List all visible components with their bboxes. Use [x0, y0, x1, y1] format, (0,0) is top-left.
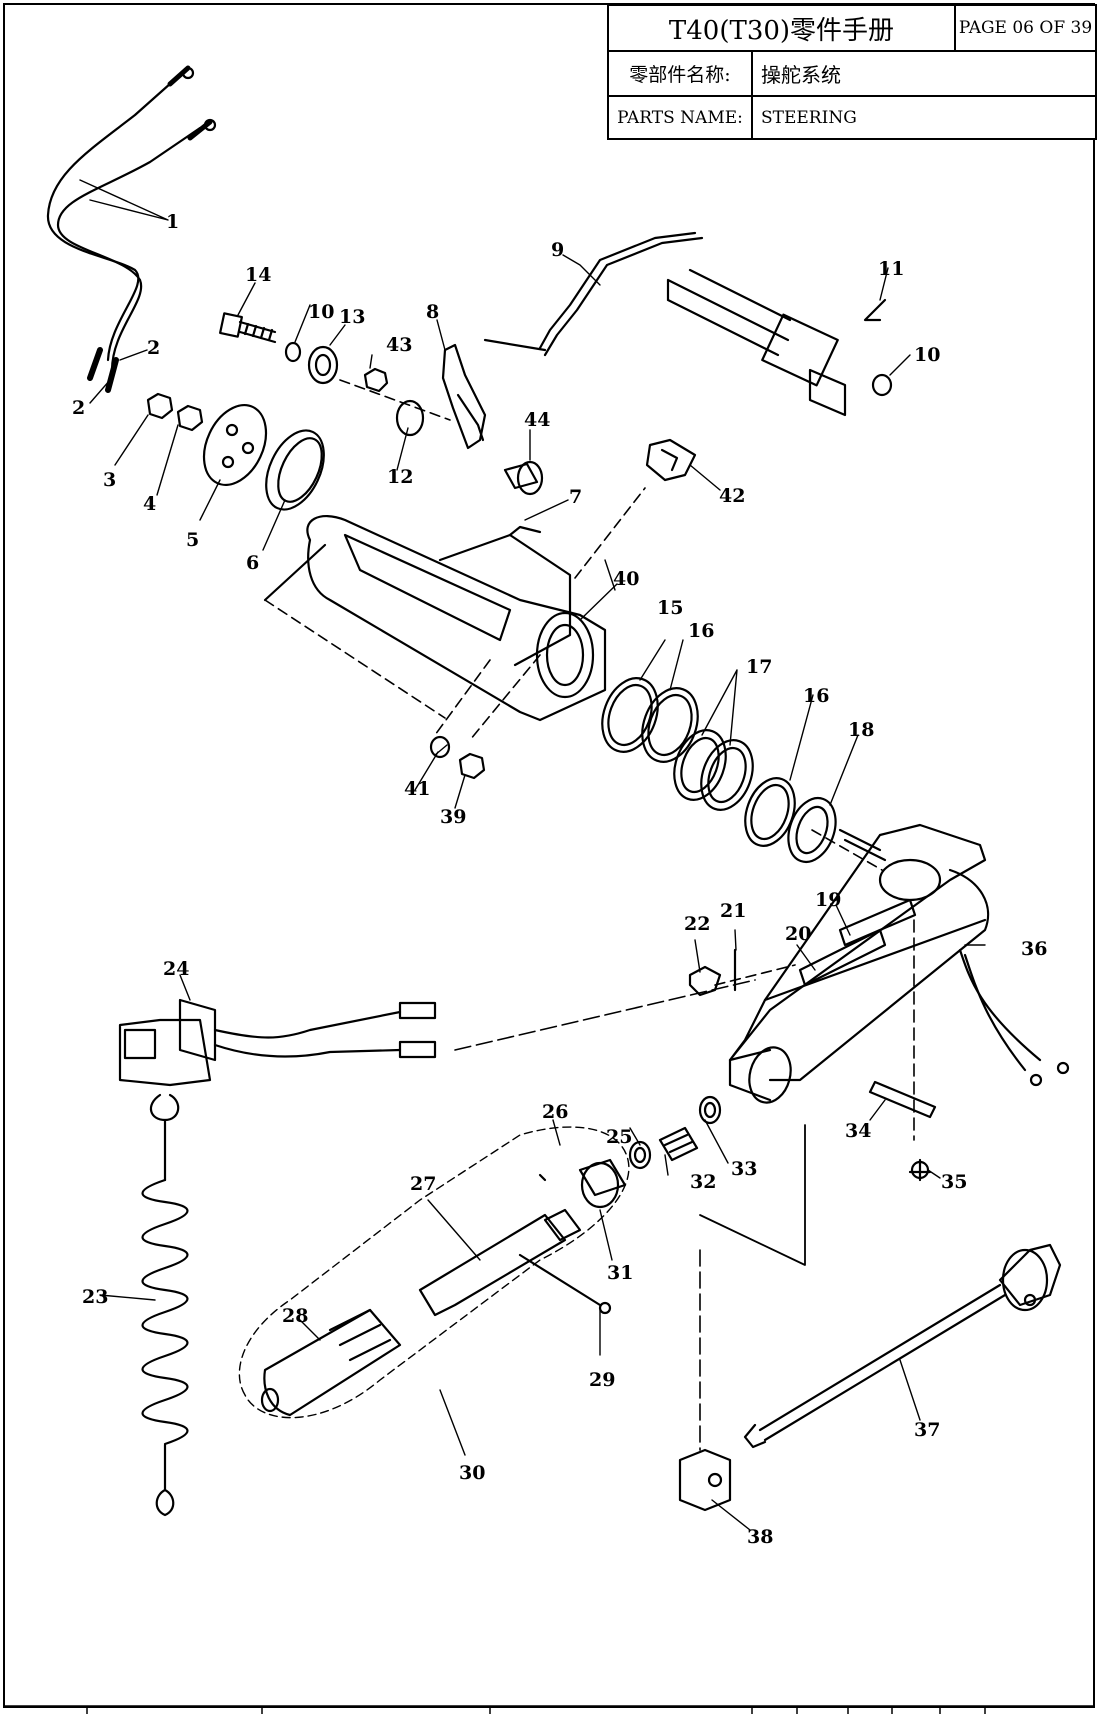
- part-link-rod: [483, 231, 893, 417]
- callout-43: 43: [386, 334, 412, 356]
- callout-44: 44: [524, 409, 550, 431]
- callout-17: 17: [746, 656, 772, 678]
- manual-title: T40(T30)零件手册: [609, 6, 956, 50]
- callout-37: 37: [914, 1419, 940, 1441]
- callout-30: 30: [459, 1462, 485, 1484]
- callout-2a: 2: [147, 337, 160, 359]
- callout-38: 38: [747, 1526, 773, 1548]
- callout-4: 4: [143, 493, 156, 515]
- part-lanyard: [141, 1093, 189, 1517]
- callout-7: 7: [569, 486, 582, 508]
- part-bolt-lever-assembly: [219, 312, 544, 496]
- callout-10b: 10: [914, 344, 940, 366]
- sheet-border: [3, 3, 1095, 1708]
- callout-16b: 16: [803, 685, 829, 707]
- callout-32: 32: [690, 1171, 716, 1193]
- callout-39: 39: [440, 806, 466, 828]
- callout-22: 22: [684, 913, 710, 935]
- part-knob-screw: [688, 948, 796, 997]
- callout-41: 41: [404, 778, 430, 800]
- part-main-bracket: [263, 515, 607, 741]
- cn-name-row: 零部件名称: 操舵系统: [609, 52, 1095, 97]
- callout-29: 29: [589, 1369, 615, 1391]
- callout-5: 5: [186, 529, 199, 551]
- callout-33: 33: [731, 1158, 757, 1180]
- callout-34: 34: [845, 1120, 871, 1142]
- callout-20: 20: [785, 923, 811, 945]
- part-stop-switch: [118, 979, 756, 1087]
- part-cables: [46, 65, 217, 393]
- callout-12: 12: [387, 466, 413, 488]
- en-name-value: STEERING: [761, 107, 857, 128]
- callout-25: 25: [606, 1126, 632, 1148]
- part-spring-washers: [628, 1095, 722, 1170]
- callout-9: 9: [551, 239, 564, 261]
- part-washer-nut-small: [429, 735, 486, 780]
- part-grip-group: [238, 1126, 630, 1419]
- en-name-row: PARTS NAME: STEERING: [609, 97, 1095, 138]
- part-nuts-plate-ring: [146, 392, 325, 511]
- cn-name-label: 零部件名称:: [609, 52, 753, 95]
- leader-lines: [79, 179, 986, 1531]
- callout-15: 15: [657, 597, 683, 619]
- cn-name-value: 操舵系统: [761, 63, 841, 87]
- callout-40: 40: [613, 568, 639, 590]
- callout-10a: 10: [308, 301, 334, 323]
- callout-6: 6: [246, 552, 259, 574]
- page-number: PAGE 06 OF 39: [958, 18, 1093, 38]
- callout-16a: 16: [688, 620, 714, 642]
- callout-3: 3: [103, 469, 116, 491]
- callout-1: 1: [166, 211, 179, 233]
- part-shift-shaft: [743, 1243, 1062, 1449]
- callout-18: 18: [848, 719, 874, 741]
- callout-19: 19: [815, 889, 841, 911]
- callout-13: 13: [339, 306, 365, 328]
- part-grommet: [574, 438, 697, 579]
- callout-36: 36: [1021, 938, 1047, 960]
- callout-14: 14: [245, 264, 271, 286]
- callout-11: 11: [878, 258, 904, 280]
- callout-27: 27: [410, 1173, 436, 1195]
- part-washer-stack: [601, 677, 883, 871]
- callout-35: 35: [941, 1171, 967, 1193]
- callout-42: 42: [719, 485, 745, 507]
- part-shift-block-plate-screw: [678, 1080, 937, 1512]
- part-tiller-body: [728, 823, 1070, 1141]
- callout-23: 23: [82, 1286, 108, 1308]
- callout-26: 26: [542, 1101, 568, 1123]
- callout-labels: 1 2 2 3 4 5 6 7 8 9 10 10 11 12 13 14 15…: [72, 211, 1047, 1548]
- callout-8: 8: [426, 301, 439, 323]
- callout-31: 31: [607, 1262, 633, 1284]
- callout-2b: 2: [72, 397, 85, 419]
- callout-28: 28: [282, 1305, 308, 1327]
- title-row: T40(T30)零件手册 PAGE 06 OF 39: [609, 6, 1095, 52]
- en-name-label: PARTS NAME:: [609, 97, 753, 138]
- title-block: T40(T30)零件手册 PAGE 06 OF 39 零部件名称: 操舵系统 P…: [607, 4, 1097, 140]
- callout-24: 24: [163, 958, 189, 980]
- callout-21: 21: [720, 900, 746, 922]
- bottom-grid-strip: [3, 1705, 1095, 1714]
